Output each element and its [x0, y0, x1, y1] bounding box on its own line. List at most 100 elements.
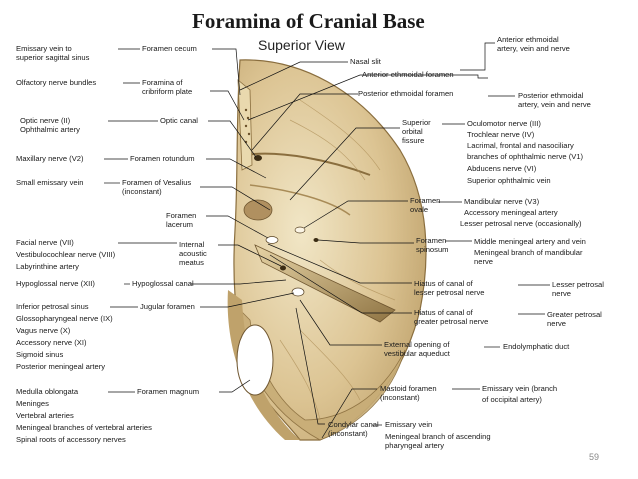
label-maxillary: Maxillary nerve (V2): [16, 154, 84, 163]
label-vesalius-1: Foramen of Vesalius: [122, 178, 192, 187]
label-jugular-foramen: Jugular foramen: [140, 302, 195, 311]
label-glossopharyngeal: Glossopharyngeal nerve (IX): [16, 314, 113, 323]
label-cribriform-2: cribriform plate: [142, 87, 193, 96]
leader-lines: [104, 42, 550, 439]
label-lacerum-2: lacerum: [166, 220, 194, 229]
label-hiatus-lesser-1: Hiatus of canal of: [414, 279, 473, 288]
label-meningeal-branches: Meningeal branches of vertebral arteries: [16, 423, 152, 432]
label-lacerum-1: Foramen: [166, 211, 197, 220]
internal-meatus-shape: [280, 265, 286, 271]
label-hiatus-lesser-2: lesser petrosal nerve: [414, 288, 485, 297]
label-internal-1: Internal: [179, 240, 205, 249]
label-sup-orbital-1: Superior: [402, 118, 431, 127]
label-emissary-occipital-1: Emissary vein (branch: [482, 384, 558, 393]
label-cribriform-1: Foramina of: [142, 78, 183, 87]
label-hiatus-greater-1: Hiatus of canal of: [414, 308, 473, 317]
sphenoid-crest: [249, 184, 351, 216]
label-mastoid-1: Mastoid foramen: [380, 384, 437, 393]
lesser-wing-ridge: [244, 152, 371, 176]
label-facial-nerve: Facial nerve (VII): [16, 238, 74, 247]
label-post-ethmoidal-foramen: Posterior ethmoidal foramen: [358, 89, 454, 98]
label-lesser-petrosal-occ: Lesser petrosal nerve (occasionally): [460, 219, 582, 228]
label-optic-nerve: Optic nerve (II): [20, 116, 71, 125]
label-meningeal-mandibular-2: nerve: [474, 257, 493, 266]
label-spinosum-1: Foramen: [416, 236, 447, 245]
label-hypoglossal-canal: Hypoglossal canal: [132, 279, 194, 288]
page-number: 59: [589, 452, 600, 462]
crista-galli: [237, 79, 253, 171]
label-foramen-rotundum: Foramen rotundum: [130, 154, 195, 163]
label-spinosum-2: spinosum: [416, 245, 449, 254]
page-title: Foramina of Cranial Base: [192, 9, 425, 33]
label-endolymphatic: Endolymphatic duct: [503, 342, 570, 351]
label-vestibular-2: vestibular aqueduct: [384, 349, 450, 358]
label-greater-petrosal-2: nerve: [547, 319, 566, 328]
sella-turcica: [243, 199, 273, 221]
label-abducens: Abducens nerve (VI): [467, 164, 537, 173]
label-nasal-slit: Nasal slit: [350, 57, 381, 66]
label-internal-2: acoustic: [179, 249, 207, 258]
label-ant-ethmoidal-foramen: Anterior ethmoidal foramen: [362, 70, 454, 79]
label-medulla: Medulla oblongata: [16, 387, 79, 396]
label-vesalius-2: (inconstant): [122, 187, 162, 196]
label-sup-orbital-3: fissure: [402, 136, 425, 145]
label-greater-petrosal-1: Greater petrosal: [547, 310, 602, 319]
label-condylar-2: (inconstant): [328, 429, 368, 438]
label-emissary-vein-1: Emissary vein to: [16, 44, 72, 53]
label-small-emissary: Small emissary vein: [16, 178, 84, 187]
label-sup-orbital-2: orbital: [402, 127, 423, 136]
label-olfactory: Olfactory nerve bundles: [16, 78, 97, 87]
label-hypoglossal-nerve: Hypoglossal nerve (XII): [16, 279, 95, 288]
label-inferior-petrosal: Inferior petrosal sinus: [16, 302, 89, 311]
label-labyrinthine: Labyrinthine artery: [16, 262, 79, 271]
label-lesser-petrosal-2: nerve: [552, 289, 571, 298]
label-ovale-2: ovale: [410, 205, 429, 214]
label-meningeal-mandibular: Meningeal branch of mandibular: [474, 248, 583, 257]
label-vertebral: Vertebral arteries: [16, 411, 74, 420]
label-meninges: Meninges: [16, 399, 49, 408]
label-condylar-1: Condylar canal: [328, 420, 379, 429]
petrous-ridge: [254, 244, 396, 323]
label-mastoid-2: (inconstant): [380, 393, 420, 402]
foramen-ovale-shape: [294, 226, 306, 234]
label-optic-canal: Optic canal: [160, 116, 198, 125]
label-foramen-magnum: Foramen magnum: [137, 387, 200, 396]
label-ant-ethmoidal-1: Anterior ethmoidal: [497, 35, 559, 44]
label-post-ethmoidal-1: Posterior ethmoidal: [518, 91, 584, 100]
label-ascending-pharyngeal-1: Meningeal branch of ascending: [385, 432, 491, 441]
label-ophthalmic-branches: branches of ophthalmic nerve (V1): [467, 152, 584, 161]
posterior-fossa-rim: [229, 298, 406, 441]
label-middle-meningeal: Middle meningeal artery and vein: [474, 237, 586, 246]
label-accessory-meningeal: Accessory meningeal artery: [464, 208, 558, 217]
label-emissary-occipital-2: of occipital artery): [482, 395, 542, 404]
label-lacrimal: Lacrimal, frontal and nasociliary: [467, 141, 574, 150]
label-condylar-emissary: Emissary vein: [385, 420, 433, 429]
bone-texture: [279, 99, 396, 421]
label-sigmoid: Sigmoid sinus: [16, 350, 64, 359]
label-ophthalmic-artery: Ophthalmic artery: [20, 125, 80, 134]
page-subtitle: Superior View: [258, 37, 345, 53]
foramen-spinosum-shape: [313, 238, 319, 242]
label-ascending-pharyngeal-2: pharyngeal artery: [385, 441, 445, 450]
label-hiatus-greater-2: greater petrosal nerve: [414, 317, 489, 326]
label-foramen-cecum: Foramen cecum: [142, 44, 197, 53]
label-spinal-roots: Spinal roots of accessory nerves: [16, 435, 126, 444]
label-vestibulocochlear: Vestibulocochlear nerve (VIII): [16, 250, 116, 259]
jugular-foramen-shape: [291, 287, 305, 297]
label-internal-3: meatus: [179, 258, 204, 267]
label-trochlear: Trochlear nerve (IV): [467, 130, 535, 139]
label-post-ethmoidal-2: artery, vein and nerve: [518, 100, 591, 109]
foramen-magnum-shape: [236, 324, 274, 396]
foramen-lacerum-shape: [265, 236, 279, 244]
label-vagus: Vagus nerve (X): [16, 326, 71, 335]
cribriform-plate-dots: [244, 108, 251, 144]
label-vestibular-1: External opening of: [384, 340, 450, 349]
label-oculomotor: Oculomotor nerve (III): [467, 119, 541, 128]
label-ovale-1: Foramen: [410, 196, 441, 205]
label-mandibular: Mandibular nerve (V3): [464, 197, 540, 206]
label-emissary-vein-2: superior sagittal sinus: [16, 53, 90, 62]
label-lesser-petrosal-1: Lesser petrosal: [552, 280, 604, 289]
label-ant-ethmoidal-2: artery, vein and nerve: [497, 44, 570, 53]
